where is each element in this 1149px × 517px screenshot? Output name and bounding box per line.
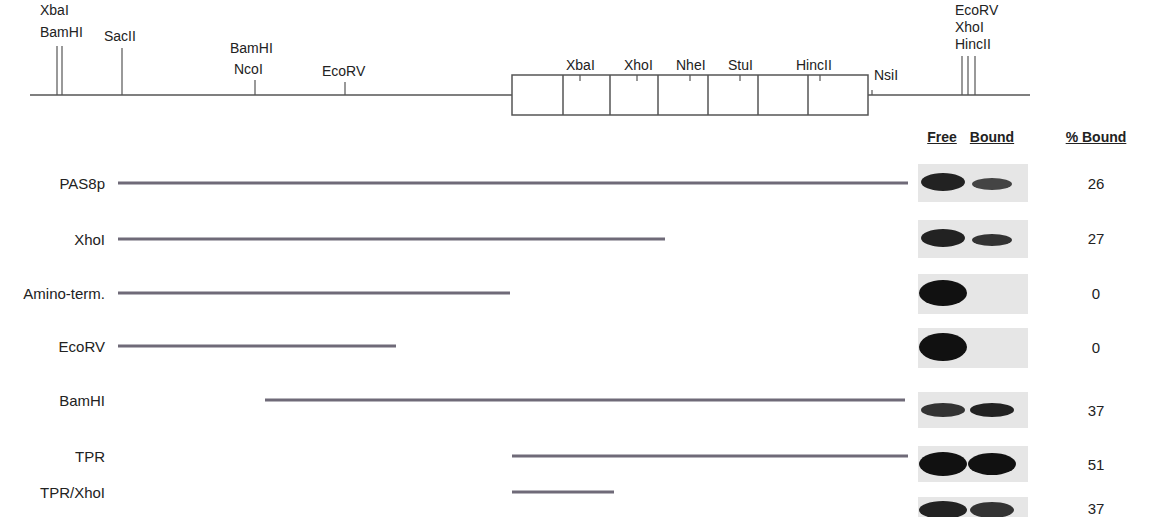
construct-name: TPR/XhoI bbox=[40, 484, 105, 501]
construct-name: EcoRV bbox=[59, 338, 105, 355]
column-header: % Bound bbox=[1066, 129, 1127, 146]
site-label: NheI bbox=[676, 57, 706, 74]
site-label: XbaI bbox=[566, 57, 595, 74]
site-label: SacII bbox=[104, 28, 136, 45]
construct-name: PAS8p bbox=[59, 175, 105, 192]
percent-value: 51 bbox=[1088, 456, 1105, 473]
site-label: EcoRV bbox=[955, 2, 998, 19]
construct-name: XhoI bbox=[74, 231, 105, 248]
percent-value: 26 bbox=[1088, 175, 1105, 192]
site-label: BamHI bbox=[230, 40, 273, 57]
construct-name: BamHI bbox=[59, 392, 105, 409]
column-header: Bound bbox=[970, 129, 1014, 146]
percent-value: 37 bbox=[1088, 500, 1105, 517]
site-label: NsiI bbox=[874, 67, 898, 84]
site-label: HincII bbox=[955, 36, 991, 53]
site-label: XhoI bbox=[624, 57, 653, 74]
site-label: StuI bbox=[728, 57, 753, 74]
site-label: HincII bbox=[796, 57, 832, 74]
construct-name: Amino-term. bbox=[23, 285, 105, 302]
construct-name: TPR bbox=[75, 448, 105, 465]
site-label: XhoI bbox=[955, 19, 984, 36]
site-label: NcoI bbox=[234, 61, 263, 78]
column-header: Free bbox=[927, 129, 957, 146]
site-label: EcoRV bbox=[322, 63, 365, 80]
site-label: BamHI bbox=[40, 24, 83, 41]
percent-value: 37 bbox=[1088, 402, 1105, 419]
site-label: XbaI bbox=[40, 2, 69, 19]
percent-value: 0 bbox=[1092, 285, 1100, 302]
percent-value: 0 bbox=[1092, 339, 1100, 356]
percent-value: 27 bbox=[1088, 230, 1105, 247]
